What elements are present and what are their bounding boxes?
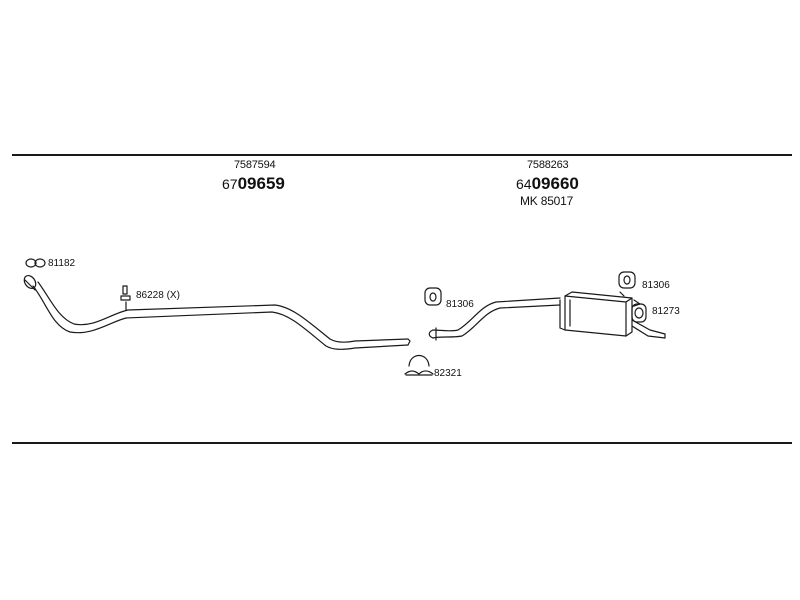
rubber-ring-icon bbox=[631, 299, 647, 323]
mounting-kit-code: MK 85017 bbox=[520, 194, 574, 208]
hanger-right-label: 81306 bbox=[642, 280, 670, 291]
u-clamp-icon bbox=[404, 354, 434, 376]
clamp-icon bbox=[120, 285, 131, 311]
hanger-mid-icon bbox=[424, 287, 442, 306]
front-flange-icon bbox=[23, 274, 37, 291]
clamp-label: 86228 (X) bbox=[136, 290, 180, 301]
front-pipe-code: 7587594 bbox=[234, 159, 276, 171]
gasket-icon bbox=[25, 258, 46, 268]
rear-silencer-code: 7588263 bbox=[527, 159, 569, 171]
front-pipe-prefix: 67 bbox=[222, 176, 238, 192]
rear-pipe bbox=[428, 297, 561, 341]
rear-silencer-number: 6409660 bbox=[516, 174, 579, 194]
hanger-right-icon bbox=[618, 271, 636, 297]
front-pipe-number-bold: 09659 bbox=[237, 174, 285, 193]
rear-silencer-prefix: 64 bbox=[516, 176, 532, 192]
front-pipe-number: 6709659 bbox=[222, 174, 285, 194]
top-divider bbox=[12, 154, 792, 156]
hanger-mid-label: 81306 bbox=[446, 299, 474, 310]
tailpipe-icon bbox=[631, 319, 666, 339]
rubber-ring-label: 81273 bbox=[652, 306, 680, 317]
rear-silencer-icon bbox=[559, 291, 633, 337]
gasket-label: 81182 bbox=[48, 258, 76, 269]
rear-silencer-number-bold: 09660 bbox=[531, 174, 579, 193]
clamp-bottom-label: 82321 bbox=[434, 368, 462, 379]
front-pipe bbox=[32, 281, 411, 350]
bottom-divider bbox=[12, 442, 792, 444]
